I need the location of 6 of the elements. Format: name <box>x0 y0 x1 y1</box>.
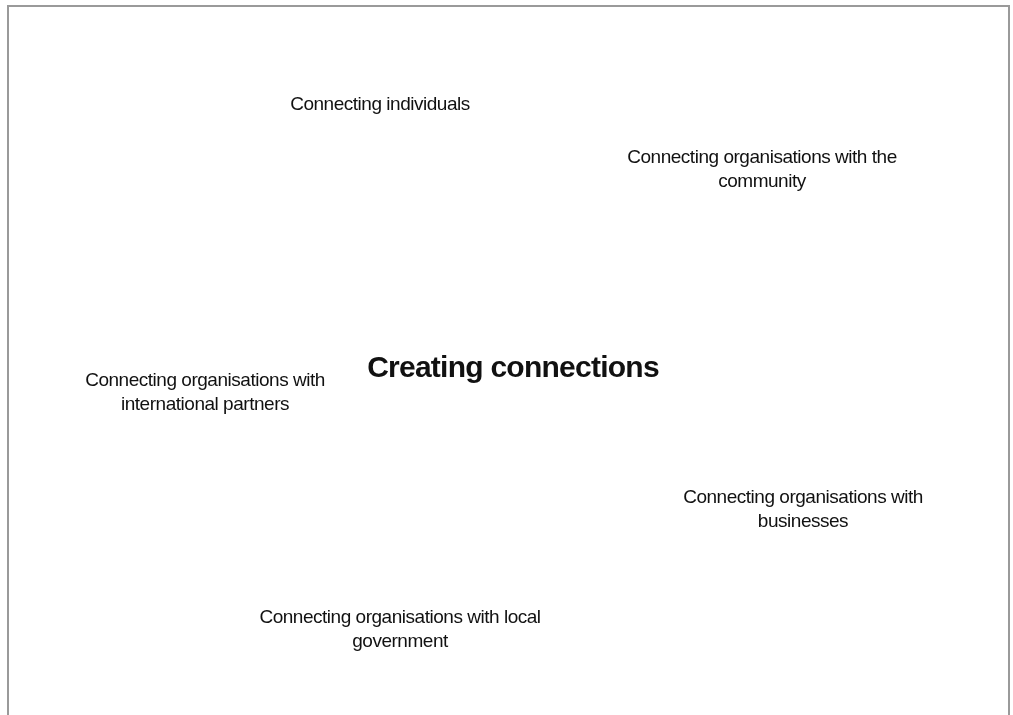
central-heading: Creating connections <box>366 349 660 385</box>
topic-label: Connecting organisations with businesses <box>682 485 924 533</box>
topic-label: Connecting organisations with international partners <box>84 368 326 416</box>
topic-label: Connecting organisations with local government <box>258 605 542 653</box>
topic-label: Connecting individuals <box>289 92 471 116</box>
topic-label: Connecting organisations with the community <box>626 145 898 193</box>
